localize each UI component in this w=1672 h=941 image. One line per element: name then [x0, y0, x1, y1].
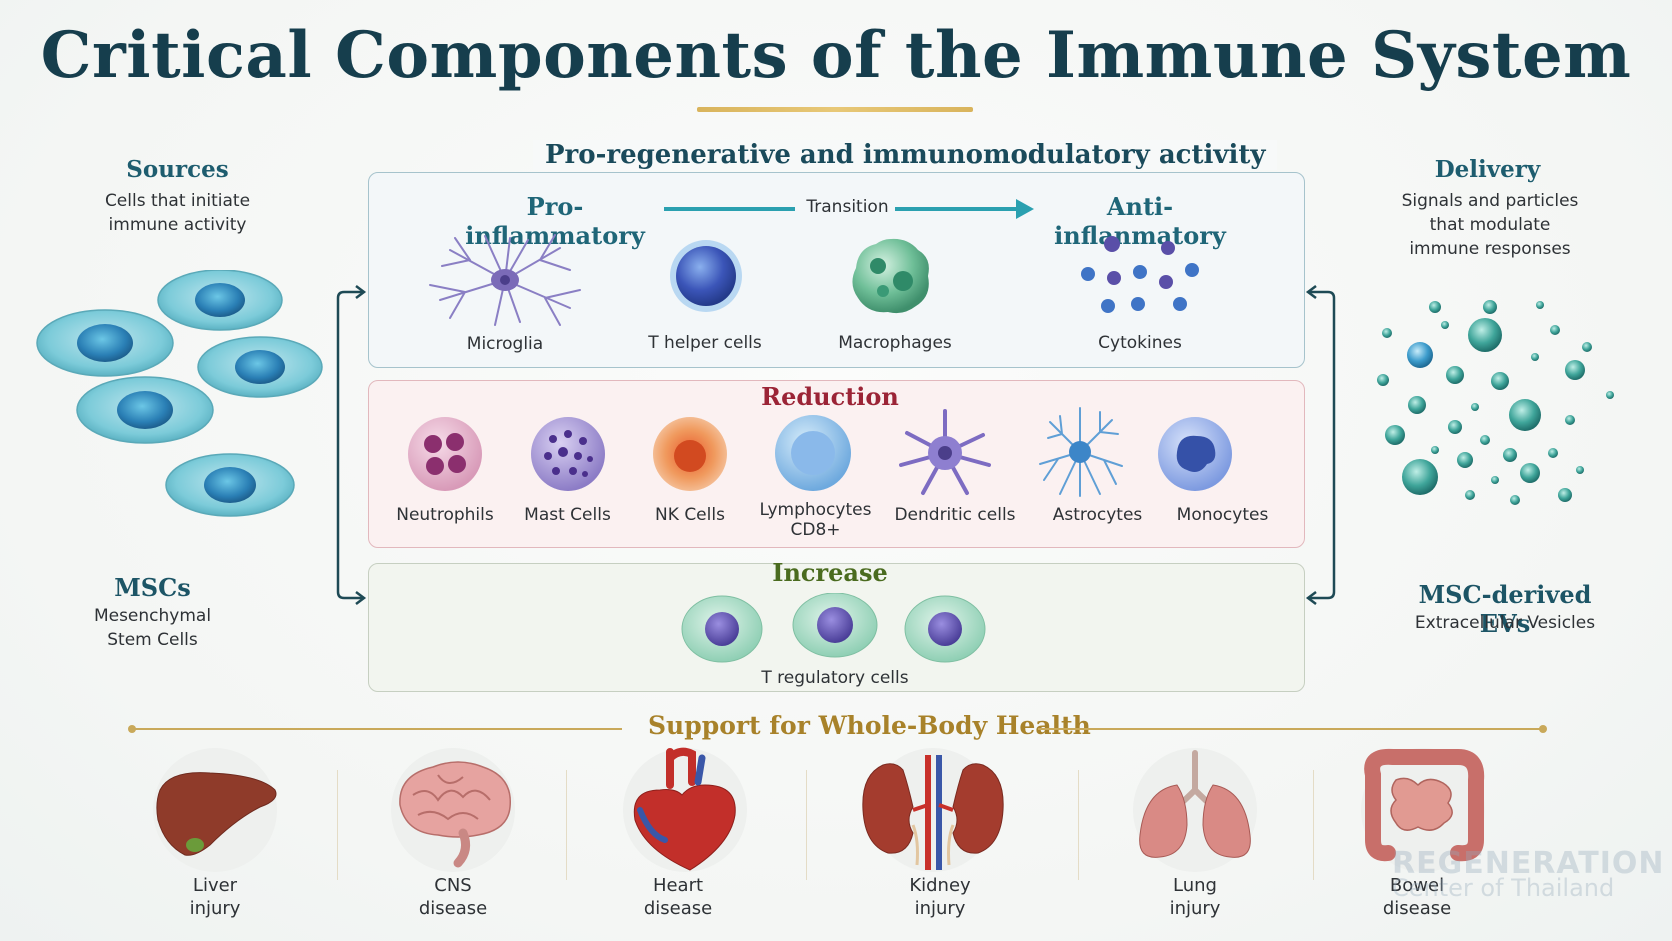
sources-desc-1: Cells that initiate [104, 191, 251, 211]
nk-cell-icon [653, 417, 727, 491]
t-regulatory-cells-icon [681, 593, 986, 663]
support-title: Support for Whole-Body Health [648, 711, 1091, 740]
organ-separator [337, 770, 338, 880]
watermark-logo-text: REGENERATION [1392, 846, 1665, 881]
transition-arrow [664, 199, 1034, 219]
page-title: Critical Components of the Immune System [40, 18, 1632, 93]
t-reg-cell [681, 595, 763, 663]
organ-separator [806, 770, 807, 880]
organ-label-kidney-1: Kidney [909, 875, 971, 896]
monocyte-icon [1158, 417, 1232, 491]
organ-label-bowel-1: Bowel [1389, 875, 1445, 896]
neutrophil-icon [408, 417, 482, 491]
msc-cell [165, 453, 295, 517]
t-reg-cell [792, 593, 878, 658]
support-divider-right [1038, 728, 1543, 730]
msc-cell [197, 336, 323, 398]
msc-cells-illustration [36, 270, 323, 517]
neutrophils-label: Neutrophils [396, 505, 494, 525]
delivery-desc-1: Signals and particles [1401, 191, 1579, 211]
panel-title: Pro-regenerative and immunomodulatory ac… [533, 140, 1278, 170]
organ-label-liver-2: injury [189, 898, 241, 919]
t-reg-cell [904, 595, 986, 663]
organ-label-liver-1: Liver [192, 875, 238, 896]
title-underline [697, 107, 973, 112]
astrocyte-icon [1039, 407, 1123, 497]
cd8-label: CD8+ [790, 520, 841, 540]
dendritic-cell-icon [899, 409, 991, 495]
anti-inflammatory-label: Anti-inflanmatory [1054, 192, 1226, 250]
watermark-logo-subtext: Center of Thailand [1392, 874, 1615, 902]
organ-label-heart-1: Heart [652, 875, 704, 896]
lungs-icon [1133, 748, 1257, 872]
nk-cells-label: NK Cells [655, 505, 725, 525]
t-regulatory-label: T regulatory cells [761, 668, 909, 688]
organ-label-bowel-2: disease [1382, 898, 1452, 919]
msc-sub-1: Mesenchymal [93, 606, 212, 626]
delivery-desc-3: immune responses [1409, 239, 1571, 259]
organ-separator [1078, 770, 1079, 880]
organ-label-heart-2: disease [643, 898, 713, 919]
mast-cell-icon [531, 417, 605, 491]
macrophage-icon [852, 238, 929, 314]
ev-particles-illustration [1377, 300, 1614, 505]
microglia-label: Microglia [466, 334, 544, 354]
lymphocytes-label: Lymphocytes [759, 500, 872, 520]
increase-title: Increase [772, 558, 888, 587]
kidney-icon [862, 748, 1004, 872]
right-bracket-arrows [1305, 285, 1336, 605]
macrophages-label: Macrophages [838, 333, 952, 353]
ev-sub: Extracellular Vesicles [1414, 613, 1596, 633]
msc-sub-2: Stem Cells [107, 630, 198, 650]
cytokines-icon [1081, 236, 1199, 313]
astrocytes-label: Astrocytes [1052, 505, 1143, 525]
msc-cell [36, 309, 174, 377]
support-divider-left [132, 728, 622, 730]
microglia-icon [429, 234, 581, 326]
transition-label: Transition [806, 197, 889, 217]
support-dot-right [1539, 725, 1547, 733]
dendritic-cells-label: Dendritic cells [894, 505, 1016, 525]
heart-icon [623, 747, 747, 872]
ev-label: MSC-derived EVs [1418, 580, 1592, 638]
monocytes-label: Monocytes [1176, 505, 1269, 525]
msc-label: MSCs [114, 573, 191, 602]
msc-cell [157, 270, 283, 331]
brain-icon [391, 748, 515, 872]
organ-label-cns-1: CNS [434, 875, 472, 896]
sources-desc-2: immune activity [108, 215, 247, 235]
sources-heading: Sources [126, 156, 229, 183]
bowel-icon [1361, 748, 1485, 872]
msc-cell [76, 376, 214, 444]
delivery-heading: Delivery [1434, 156, 1541, 183]
support-dot-left [128, 725, 136, 733]
organ-label-cns-2: disease [418, 898, 488, 919]
t-helper-cell-icon [670, 240, 742, 312]
reduction-title: Reduction [761, 382, 899, 411]
t-helper-label: T helper cells [648, 333, 762, 353]
left-bracket-arrows [336, 285, 367, 605]
organ-label-lung-2: injury [1169, 898, 1221, 919]
mast-cells-label: Mast Cells [524, 505, 611, 525]
liver-icon [153, 748, 277, 872]
lymphocyte-cd8-icon [775, 415, 851, 491]
organ-label-kidney-2: injury [914, 898, 966, 919]
organ-separator [566, 770, 567, 880]
organ-separator [1313, 770, 1314, 880]
cytokines-label: Cytokines [1098, 333, 1182, 353]
organ-label-lung-1: Lung [1173, 875, 1217, 896]
delivery-desc-2: that modulate [1429, 215, 1551, 235]
